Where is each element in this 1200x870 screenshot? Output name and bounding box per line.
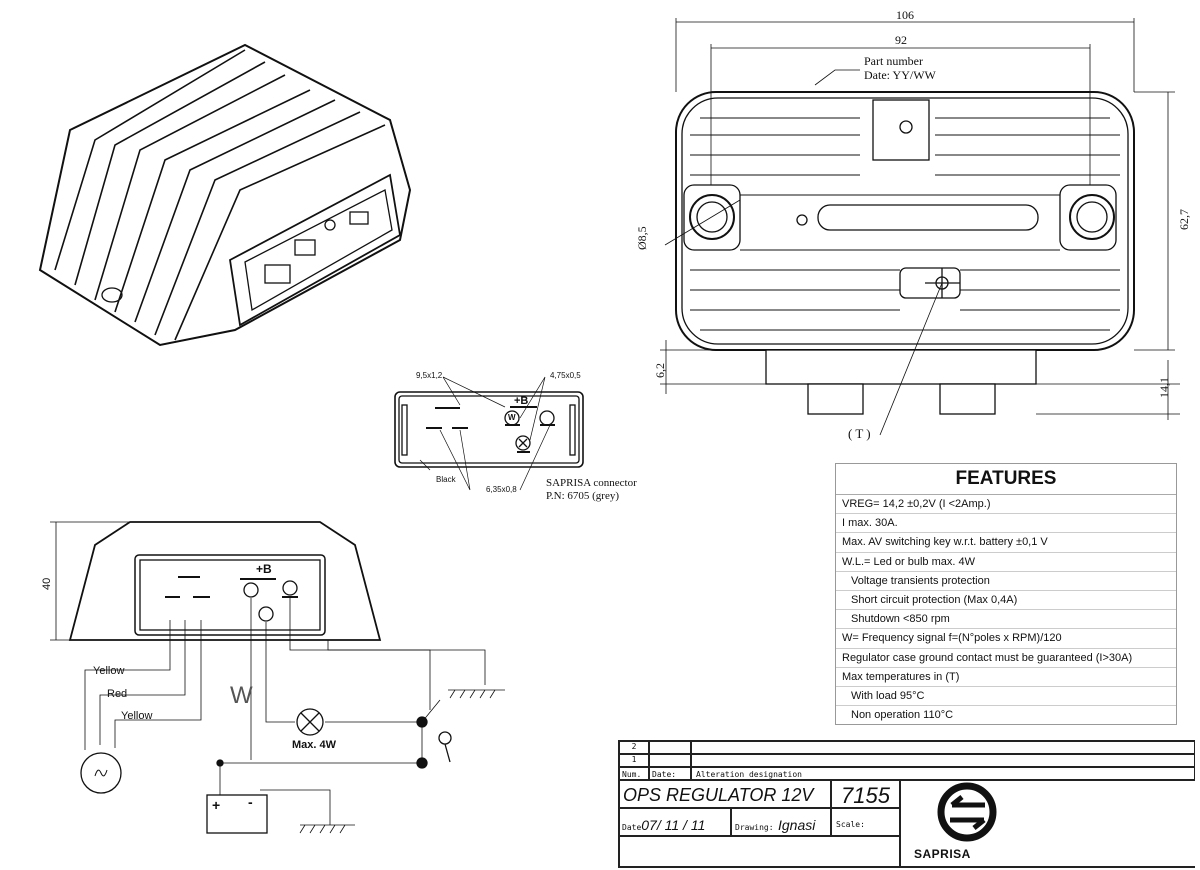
dim-wide-tab: 9,5x1,2 [416, 371, 443, 380]
connector-detail [394, 376, 584, 491]
dim-side-height: 40 [41, 577, 53, 590]
feature-row: Voltage transients protection [836, 572, 1176, 591]
rev-1-desc [691, 754, 1195, 767]
date-code-label: Date: YY/WW [864, 68, 936, 82]
feature-row: Short circuit protection (Max 0,4A) [836, 591, 1176, 611]
rev-2-desc [691, 741, 1195, 754]
w-terminal-label: W [508, 413, 516, 422]
title-block-blank [619, 836, 900, 867]
side-plus-b-label: +B [256, 562, 272, 576]
housing-color-label: Black [436, 475, 456, 484]
isometric-view [38, 43, 412, 347]
side-view [50, 521, 505, 834]
dim-overall-width: 106 [896, 8, 914, 22]
drawing-title: OPS REGULATOR 12V [619, 780, 831, 808]
drawing-value: Ignasi [777, 817, 816, 833]
feature-row: Max temperatures in (T) [836, 668, 1176, 687]
rev-2: 2 [619, 741, 649, 754]
feature-row: Shutdown <850 rpm [836, 610, 1176, 630]
feature-row: Non operation 110°C [851, 709, 954, 722]
features-title: FEATURES [836, 464, 1176, 495]
dim-height: 62,7 [1177, 209, 1191, 230]
part-number-label: Part number [864, 54, 923, 68]
top-view [660, 18, 1180, 436]
rev-1-date [649, 754, 691, 767]
feature-row: I max. 30A. [836, 514, 1176, 534]
wire-red: Red [107, 688, 128, 700]
dim-hole-diameter: Ø8,5 [635, 226, 649, 250]
wire-yellow-1: Yellow [93, 665, 125, 677]
drawing-number: 7155 [831, 780, 900, 808]
rev-2-date [649, 741, 691, 754]
battery-plus: + [212, 797, 221, 813]
temperature-point-label: ( T ) [848, 426, 871, 441]
plus-b-label: +B [514, 395, 529, 407]
dim-hole-spacing: 92 [895, 33, 907, 47]
feature-row: W= Frequency signal f=(N°poles x RPM)/12… [836, 629, 1176, 649]
date-value: 07/ 11 / 11 [641, 817, 706, 833]
feature-row: Regulator case ground contact must be gu… [836, 649, 1176, 668]
lamp-rating-label: Max. 4W [292, 739, 337, 751]
saprisa-logo [937, 782, 997, 842]
feature-row: W.L.= Led or bulb max. 4W [836, 553, 1176, 572]
wire-yellow-2: Yellow [121, 710, 153, 722]
date-label: Date [622, 823, 642, 832]
dim-small-tab: 4,75x0,5 [550, 371, 581, 380]
alteration-header: Alteration designation [691, 767, 1195, 780]
w-output-label: W [230, 682, 253, 709]
dim-terminal-height: 14,1 [1157, 377, 1171, 398]
title-block: 2 1 Num. Date: Alteration designation OP… [618, 740, 1195, 868]
connector-part-number: P.N: 6705 (grey) [546, 490, 620, 502]
feature-row: With load 95°C [836, 687, 1176, 707]
features-table: FEATURES VREG= 14,2 ±0,2V (I <2Amp.) I m… [835, 463, 1177, 726]
feature-row: Max. AV switching key w.r.t. battery ±0,… [836, 533, 1176, 553]
logo-cell [900, 780, 1195, 867]
battery-minus: - [248, 794, 253, 810]
rev-1: 1 [619, 754, 649, 767]
scale-label: Scale: [831, 808, 900, 836]
logo-text: SAPRISA [914, 847, 971, 861]
dim-base-offset: 6,2 [653, 363, 667, 378]
dim-phase-tab: 6,35x0,8 [486, 485, 517, 494]
drawing-label: Drawing: [735, 823, 774, 832]
connector-title: SAPRISA connector [546, 477, 637, 489]
num-header: Num. [619, 767, 649, 780]
feature-row: VREG= 14,2 ±0,2V (I <2Amp.) [836, 495, 1176, 515]
date-header: Date: [649, 767, 691, 780]
